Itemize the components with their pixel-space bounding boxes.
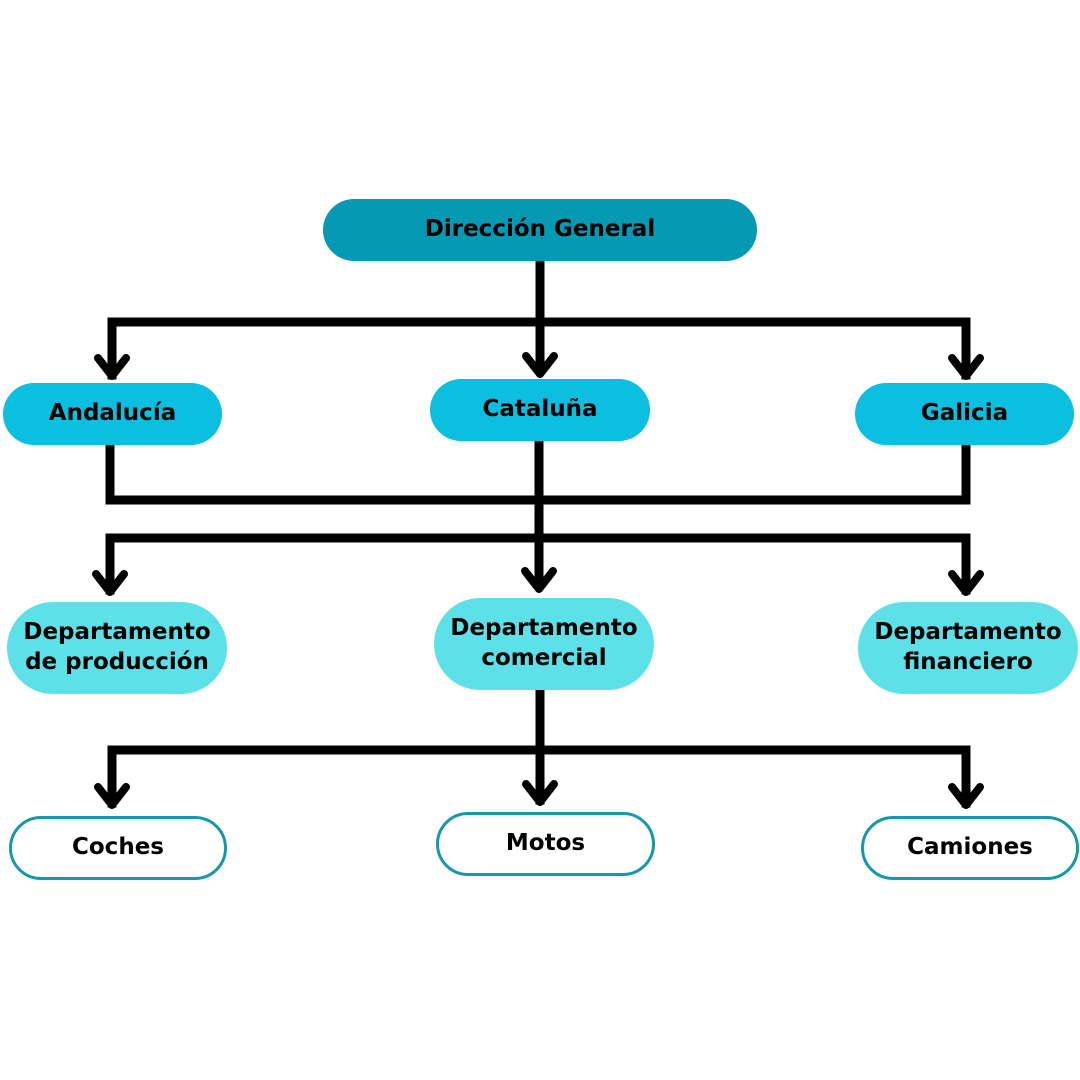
node-label: Coches bbox=[72, 834, 164, 861]
arrowhead-cataluna bbox=[522, 352, 558, 378]
node-galicia: Galicia bbox=[855, 383, 1074, 445]
node-motos: Motos bbox=[436, 812, 655, 876]
node-label: Andalucía bbox=[48, 400, 177, 427]
arrowhead-motos bbox=[522, 780, 558, 806]
node-label: Departamento comercial bbox=[450, 615, 638, 671]
arrowhead-galicia bbox=[948, 354, 984, 380]
node-label: Galicia bbox=[920, 400, 1009, 427]
arrowhead-financiero bbox=[948, 570, 984, 596]
node-direccion-general: Dirección General bbox=[323, 199, 757, 261]
arrowhead-comercial bbox=[521, 567, 557, 593]
node-label: Dirección General bbox=[424, 216, 656, 243]
arrowhead-coches bbox=[94, 783, 130, 809]
arrowhead-andalucia bbox=[94, 354, 130, 380]
node-departamento-produccion: Departamento de producción bbox=[7, 602, 227, 694]
node-label: Cataluña bbox=[482, 396, 598, 423]
node-label: Camiones bbox=[907, 834, 1033, 861]
node-label: Motos bbox=[505, 830, 586, 857]
node-departamento-financiero: Departamento financiero bbox=[858, 602, 1078, 694]
arrowhead-camiones bbox=[948, 783, 984, 809]
node-label: Departamento financiero bbox=[874, 619, 1062, 675]
node-andalucia: Andalucía bbox=[3, 383, 222, 445]
node-departamento-comercial: Departamento comercial bbox=[434, 598, 654, 690]
node-coches: Coches bbox=[9, 816, 227, 880]
node-label: Departamento de producción bbox=[23, 619, 211, 675]
arrowhead-produccion bbox=[92, 570, 128, 596]
node-camiones: Camiones bbox=[861, 816, 1079, 880]
node-cataluna: Cataluña bbox=[430, 379, 650, 441]
